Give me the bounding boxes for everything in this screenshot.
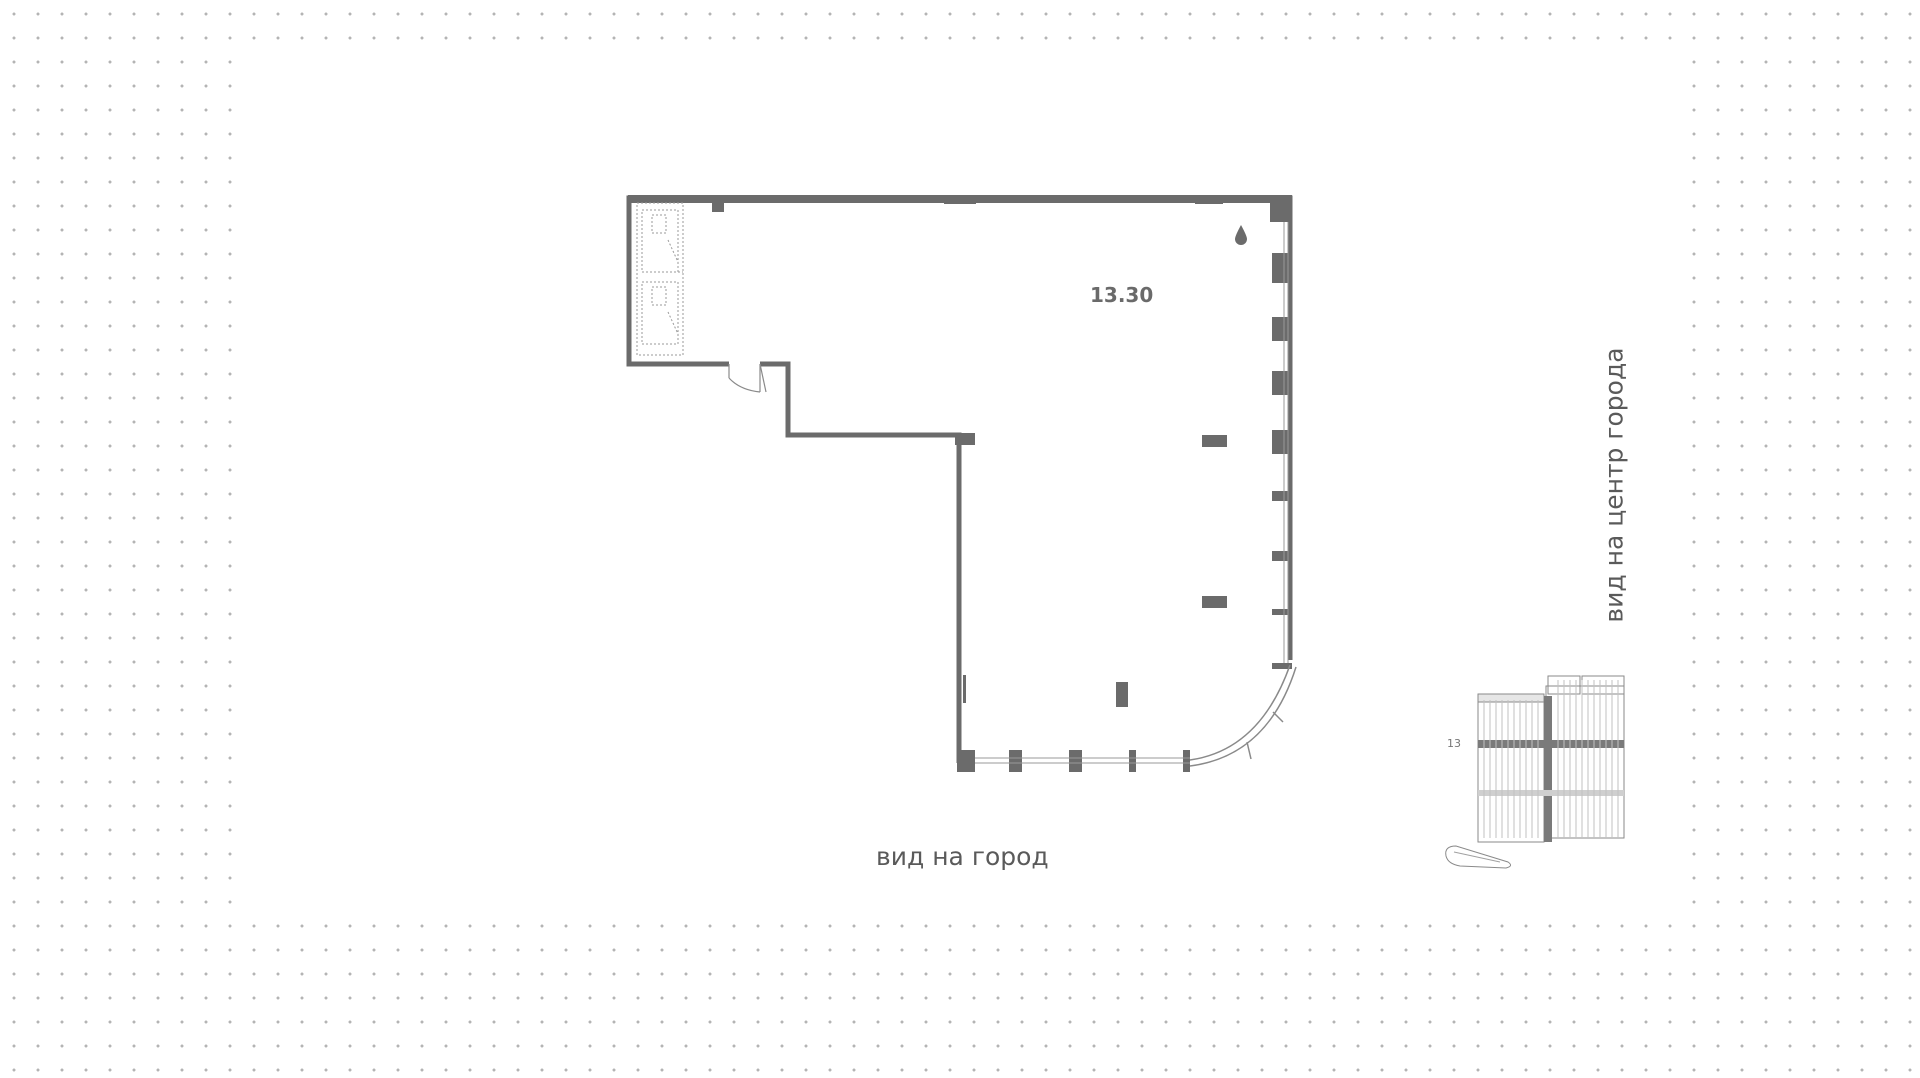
structural-columns <box>1116 435 1227 707</box>
exterior-walls <box>626 195 1293 763</box>
floor-number: 13 <box>1447 737 1461 750</box>
view-label-bottom: вид на город <box>876 842 1049 871</box>
facade-piers-bottom <box>957 750 1190 772</box>
wall-segments <box>628 195 1292 703</box>
facade-piers-right <box>1270 196 1292 669</box>
room-area-label: 13.30 <box>1090 283 1154 307</box>
water-drop-icon <box>1235 225 1247 245</box>
entrance-door <box>728 363 767 393</box>
view-label-right: вид на центр города <box>1599 347 1629 623</box>
curved-corner-glazing <box>1189 664 1297 767</box>
building-keyplan <box>1445 675 1625 869</box>
bathroom-fixtures <box>636 202 684 356</box>
